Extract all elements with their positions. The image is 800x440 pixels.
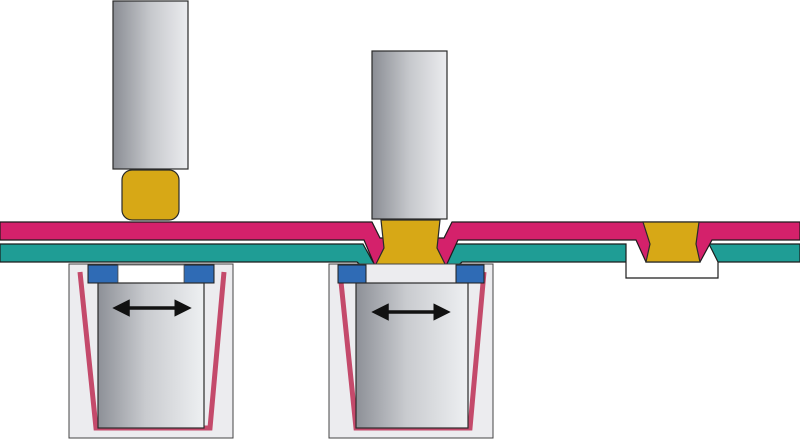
stage-1-die — [68, 263, 234, 439]
stage-3-finished-rivet — [642, 221, 701, 263]
stage-2-punch-assembly — [371, 50, 448, 267]
stage-1-rivet-slug — [121, 169, 180, 221]
stage-2-rivet-slug — [374, 219, 447, 267]
stage-2-die — [328, 263, 494, 439]
stage-1-punch-assembly — [112, 0, 189, 221]
stage-2-die-blade-right — [455, 264, 485, 284]
stage-2-punch — [371, 50, 448, 220]
stage-1-die-blade-left — [87, 264, 119, 284]
stage-1-punch — [112, 0, 189, 170]
stage-1-die-blade-right — [183, 264, 215, 284]
stage-1-die-anvil — [97, 282, 205, 429]
stage-2-die-blade-left — [337, 264, 367, 284]
stage-2-die-anvil — [355, 282, 469, 429]
stage-1-die-gap — [117, 264, 185, 284]
